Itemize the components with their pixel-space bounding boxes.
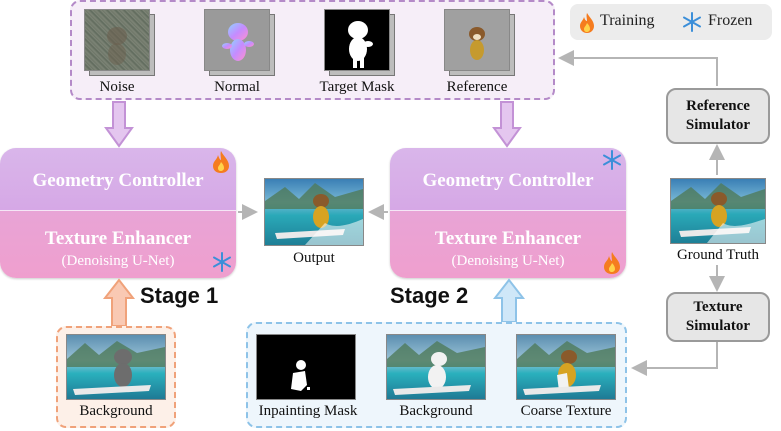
stage1-texture-block (0, 210, 236, 278)
stage1-model: Geometry Controller Texture Enhancer (De… (0, 148, 236, 278)
reference-simulator-line2: Simulator (685, 117, 751, 133)
legend-training-label: Training (600, 12, 655, 29)
noise-image (84, 9, 150, 71)
stage2-background-label: Background (399, 403, 473, 419)
coarse-texture-label: Coarse Texture (520, 403, 612, 419)
stage2-background-image (386, 334, 486, 400)
texture-simulator: Texture Simulator (666, 292, 770, 342)
stage1-background-arrow (102, 278, 136, 327)
target-mask-label: Target Mask (319, 79, 395, 95)
reference-image (444, 9, 510, 71)
stage1-geometry-block (0, 148, 236, 210)
ground-truth-image (670, 178, 766, 244)
target-mask-image (324, 9, 390, 71)
reference-figure-icon (469, 27, 485, 60)
stage1-background-silhouette-icon (67, 341, 165, 395)
snowflake-icon (683, 12, 701, 32)
legend-frozen-label: Frozen (708, 12, 753, 29)
stage2-geometry-controller: Geometry Controller (422, 170, 594, 191)
inpainting-mask-shape-icon (291, 360, 310, 391)
stage1-input-arrow (104, 101, 134, 148)
output-image (264, 178, 364, 246)
stage2-background-silhouette-icon (387, 341, 485, 395)
stage2-denoising: (Denoising U-Net) (451, 253, 565, 269)
reference-simulator: Reference Simulator (666, 88, 770, 144)
stage1-divider (0, 210, 236, 211)
normal-label: Normal (214, 79, 260, 95)
stage2-geometry-snowflake-icon (603, 150, 621, 170)
output-label: Output (293, 250, 335, 266)
stage2-divider (390, 210, 626, 211)
stage1-texture-snowflake-icon (213, 252, 231, 272)
stage1-texture-enhancer: Texture Enhancer (44, 228, 192, 249)
stage2-input-arrow (492, 101, 522, 148)
stage2-texture-block (390, 210, 626, 278)
normal-image (204, 9, 270, 71)
normal-figure-icon (222, 23, 254, 61)
fire-icon (580, 13, 594, 33)
reference-label: Reference (446, 79, 508, 95)
inpainting-mask-label: Inpainting Mask (258, 403, 358, 419)
ground-truth-otter-icon (671, 183, 765, 243)
stage1-background-image (66, 334, 166, 400)
ground-truth-label: Ground Truth (676, 247, 760, 263)
stage1-background-label: Background (79, 403, 153, 419)
stage2-texture-fire-icon (604, 252, 620, 274)
inpainting-mask-image (256, 334, 356, 400)
legend: Training Frozen (570, 4, 772, 40)
coarse-texture-image (516, 334, 616, 400)
stage1-label: Stage 1 (140, 283, 219, 308)
reference-simulator-line1: Reference (686, 98, 750, 114)
stage2-condition-arrow (492, 278, 526, 323)
noise-figure-icon (107, 27, 127, 65)
stage2-geometry-block (390, 148, 626, 210)
stage2-model: Geometry Controller Texture Enhancer (De… (390, 148, 626, 278)
output-otter-icon (265, 183, 363, 245)
stage1-denoising: (Denoising U-Net) (61, 253, 175, 269)
noise-label: Noise (99, 79, 135, 95)
coarse-texture-otter-icon (517, 341, 615, 395)
stage2-texture-enhancer: Texture Enhancer (434, 228, 582, 249)
stage1-geometry-fire-icon (213, 151, 229, 173)
stage2-label: Stage 2 (390, 283, 469, 308)
stage1-geometry-controller: Geometry Controller (32, 170, 204, 191)
target-mask-figure-icon (348, 21, 373, 68)
texture-simulator-line2: Simulator (685, 318, 751, 334)
texture-simulator-line1: Texture (693, 299, 743, 315)
